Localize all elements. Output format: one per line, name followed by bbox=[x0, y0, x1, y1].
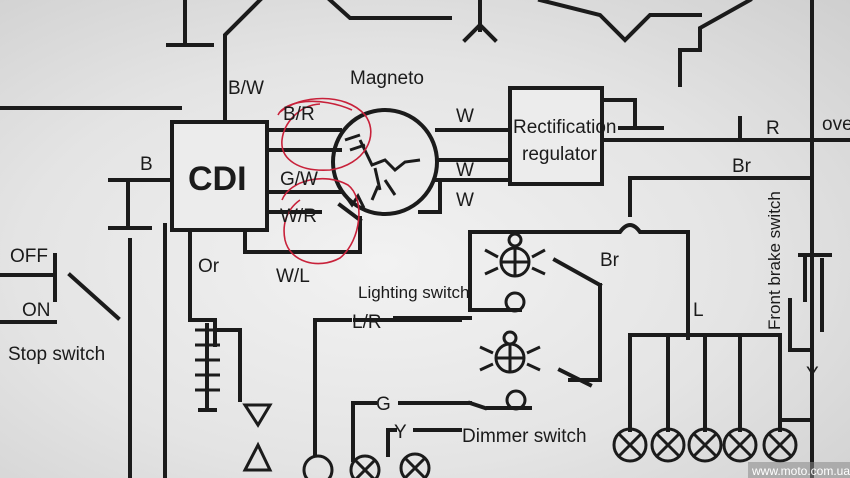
magneto-label: Magneto bbox=[350, 68, 424, 89]
magneto-rectifier-wires bbox=[418, 128, 512, 214]
watermark: www.moto.com.ua bbox=[751, 464, 850, 478]
wire-label-ove: ove bbox=[822, 114, 850, 135]
watermark-backdrop bbox=[748, 462, 850, 478]
dimmer-switch-symbol bbox=[479, 330, 541, 411]
cdi-unit: CDI bbox=[170, 120, 269, 232]
wire-label-y-brake: Y bbox=[806, 364, 819, 385]
rectifier-label-line1: Rectification bbox=[513, 117, 617, 138]
stop-switch-off-label: OFF bbox=[10, 246, 48, 267]
wire-label-w1: W bbox=[456, 106, 474, 127]
lighting-switch-label: Lighting switch bbox=[358, 283, 470, 302]
front-brake-switch-label: Front brake switch bbox=[765, 191, 784, 330]
lower-wires bbox=[313, 316, 488, 462]
wire-label-b: B bbox=[140, 154, 153, 175]
wire-label-bw: B/W bbox=[228, 78, 264, 99]
left-frame-wires bbox=[0, 98, 227, 478]
wire-label-w3: W bbox=[456, 190, 474, 211]
rectification-regulator: Rectification regulator bbox=[508, 86, 617, 186]
wire-label-wl: W/L bbox=[276, 266, 310, 287]
wire-label-br-switch: Br bbox=[600, 250, 620, 271]
wire-label-y: Y bbox=[394, 422, 407, 443]
wire-label-br: B/R bbox=[283, 104, 315, 125]
wire-label-g: G bbox=[376, 394, 391, 415]
red-annotation-circles bbox=[277, 97, 372, 265]
cdi-magneto-wires bbox=[243, 128, 362, 254]
lamps bbox=[302, 427, 798, 478]
stop-switch-on-label: ON bbox=[22, 300, 51, 321]
wire-label-br-right: Br bbox=[732, 156, 752, 177]
wire-label-wr: W/R bbox=[280, 206, 317, 227]
stop-switch-label: Stop switch bbox=[8, 344, 105, 365]
wire-label-l: L bbox=[693, 300, 704, 321]
wire-label-r: R bbox=[766, 118, 780, 139]
wire-label-gw: G/W bbox=[280, 169, 318, 190]
wire-labels: Magneto B/W B/R G/W W/R W/L B W W W R ov… bbox=[8, 68, 850, 447]
cdi-label: CDI bbox=[188, 160, 247, 198]
wire-label-w2: W bbox=[456, 160, 474, 181]
lighting-switch-symbol bbox=[484, 232, 546, 313]
right-wires bbox=[468, 98, 850, 432]
dimmer-switch-label: Dimmer switch bbox=[462, 426, 587, 447]
wire-label-lr: L/R bbox=[352, 312, 382, 333]
rectifier-label-line2: regulator bbox=[522, 144, 598, 165]
ignition-coil bbox=[188, 318, 273, 472]
wire-label-or: Or bbox=[198, 256, 220, 277]
